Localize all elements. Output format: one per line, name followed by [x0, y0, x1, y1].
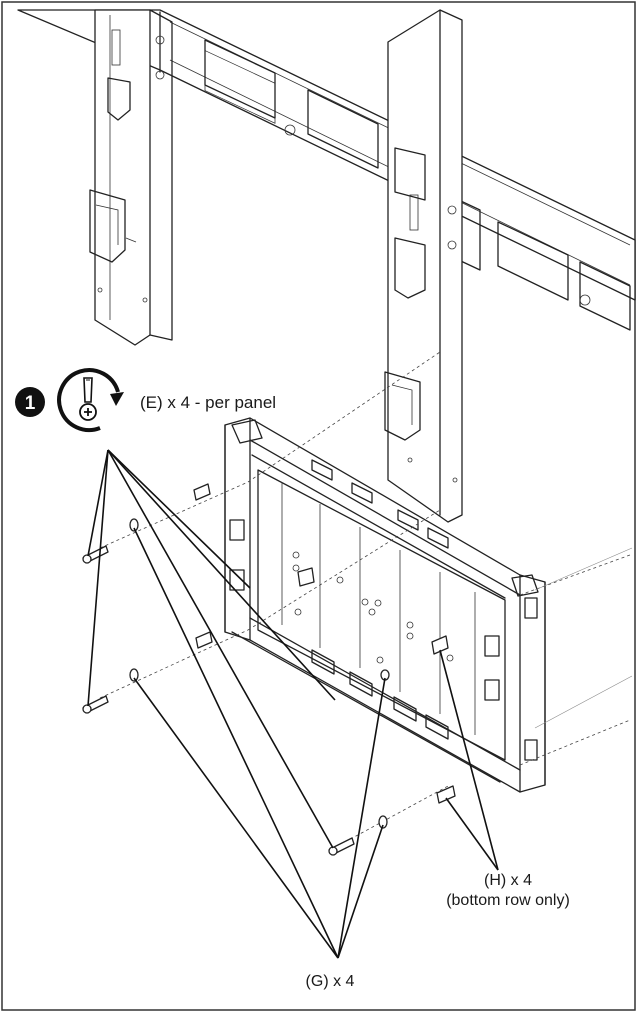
screw-e-upper	[82, 545, 109, 564]
leader-lines-e	[87, 449, 336, 849]
screwdriver-rotate-icon	[57, 368, 124, 432]
vertical-bracket-left	[89, 9, 173, 346]
spacer-h-upper	[193, 483, 211, 501]
screw-e-lower	[82, 695, 109, 714]
label-g-parts: (G) x 4	[306, 973, 355, 990]
washer-g-lower	[129, 668, 139, 682]
label-h-pins: (H) x 4	[484, 872, 532, 889]
label-e-screws: (E) x 4 - per panel	[140, 393, 276, 412]
step-number: 1	[25, 393, 36, 414]
panel-frame	[224, 417, 546, 793]
leader-lines-g	[133, 527, 386, 959]
vertical-bracket-right	[384, 9, 463, 523]
washer-g-upper	[129, 518, 139, 532]
spacer-h-lower	[195, 631, 213, 649]
washer-g-bottom	[378, 815, 388, 829]
panel-pin-upper	[297, 567, 449, 655]
step-number-badge: 1	[15, 387, 45, 417]
leader-lines-h	[439, 649, 499, 871]
pin-h-bottom	[436, 785, 456, 804]
alignment-guides	[99, 351, 633, 843]
screw-e-bottom	[328, 837, 355, 856]
label-h-pins-note: (bottom row only)	[446, 892, 570, 909]
